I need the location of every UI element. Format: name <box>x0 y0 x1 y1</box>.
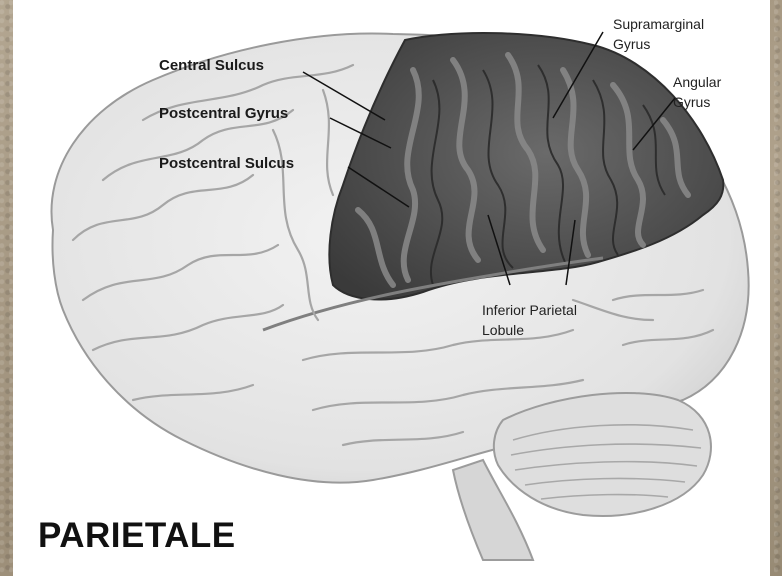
label-angular-line2: Gyrus <box>673 92 721 112</box>
label-central-sulcus: Central Sulcus <box>159 56 264 75</box>
label-postcentral-sulcus: Postcentral Sulcus <box>159 154 294 173</box>
label-inferior-line1: Inferior Parietal <box>482 300 577 320</box>
label-postcentral-gyrus: Postcentral Gyrus <box>159 104 288 123</box>
label-inferior-line2: Lobule <box>482 320 577 340</box>
label-angular-gyrus: Angular Gyrus <box>673 72 721 112</box>
label-angular-line1: Angular <box>673 72 721 92</box>
label-supramarginal-line2: Gyrus <box>613 34 704 54</box>
cerebellum <box>494 393 711 516</box>
label-supramarginal-gyrus: Supramarginal Gyrus <box>613 14 704 54</box>
label-supramarginal-line1: Supramarginal <box>613 14 704 34</box>
figure-panel: Central Sulcus Postcentral Gyrus Postcen… <box>13 0 770 576</box>
label-inferior-parietal-lobule: Inferior Parietal Lobule <box>482 300 577 340</box>
brain-illustration <box>13 0 770 576</box>
figure-caption: PARIETALE <box>38 516 236 556</box>
